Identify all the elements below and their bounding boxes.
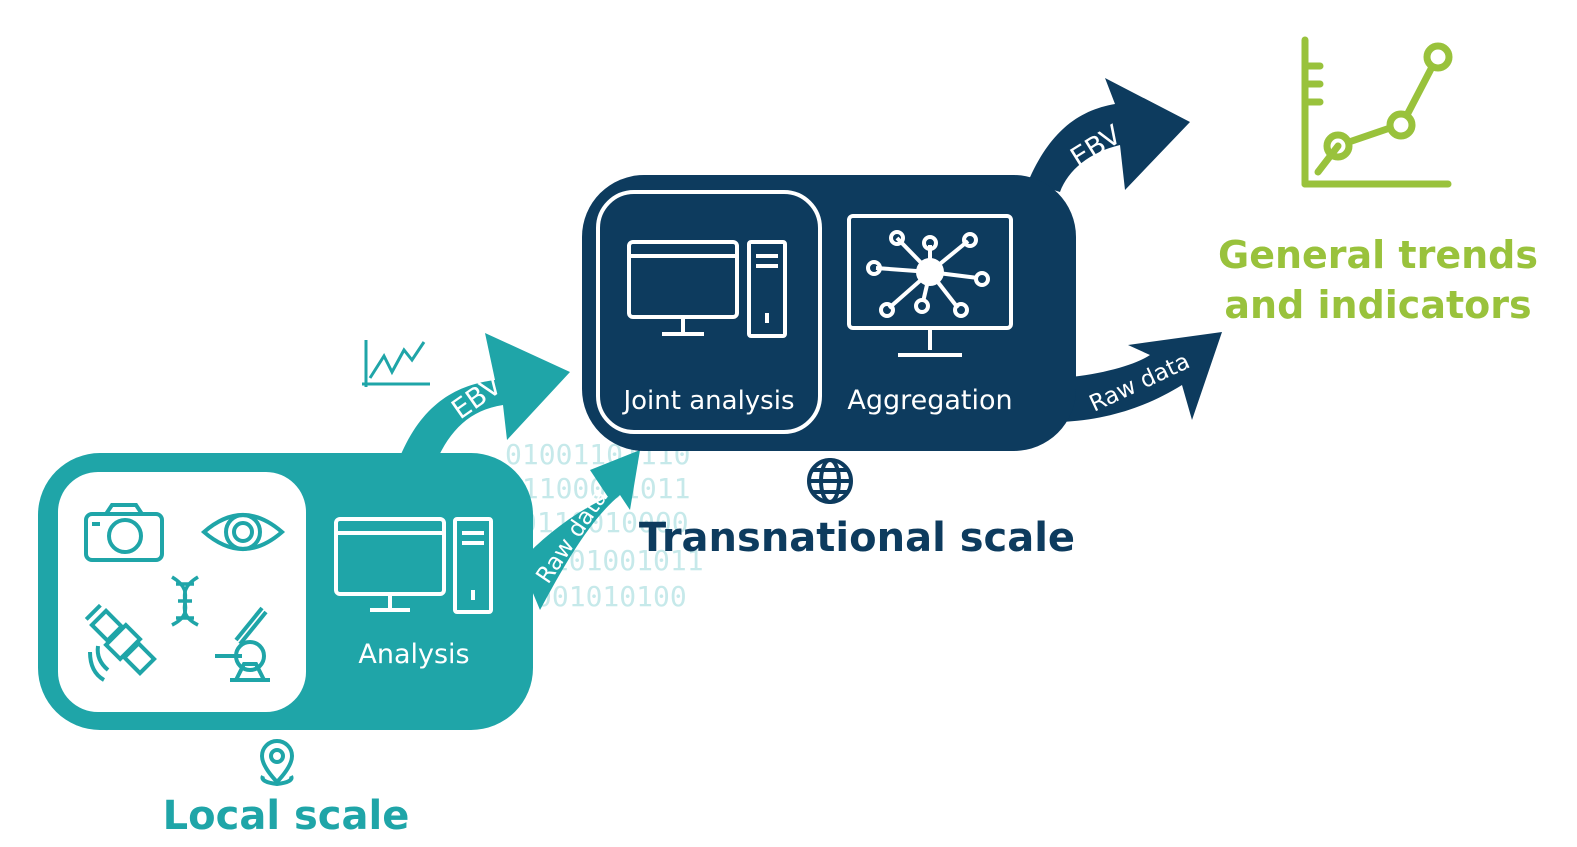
camera-icon (84, 503, 164, 562)
binary-line: 0110010000 (520, 506, 689, 539)
transnational-ebv-arrow: EBV (1028, 78, 1190, 192)
trend-chart-icon (1301, 36, 1453, 188)
binary-data-text: 01001101110 01100001011 0110010000 11010… (505, 438, 704, 613)
general-trends-line-2: and indicators (1224, 283, 1531, 327)
general-trends-line-1: General trends (1218, 233, 1538, 277)
satellite-icon (84, 603, 157, 682)
location-pin-icon (259, 739, 295, 787)
joint-analysis-box (596, 190, 822, 434)
transnational-raw-data-arrow: Raw data (1060, 332, 1222, 422)
joint-analysis-label: Joint analysis (621, 386, 794, 416)
binary-line: 001010100 (535, 580, 687, 613)
transnational-scale-title: Transnational scale (639, 515, 1075, 561)
microscope-icon (215, 606, 270, 682)
local-analysis-label: Analysis (358, 639, 469, 670)
aggregation-label: Aggregation (847, 385, 1012, 416)
computer-icon (334, 517, 493, 614)
globe-icon (807, 458, 853, 504)
eye-icon (200, 513, 286, 551)
computer-icon (627, 240, 787, 338)
local-sensors-box (58, 472, 306, 712)
local-scale-title: Local scale (163, 793, 410, 839)
dna-icon (171, 575, 199, 627)
network-monitor-icon (847, 214, 1013, 357)
line-chart-icon (362, 340, 430, 387)
